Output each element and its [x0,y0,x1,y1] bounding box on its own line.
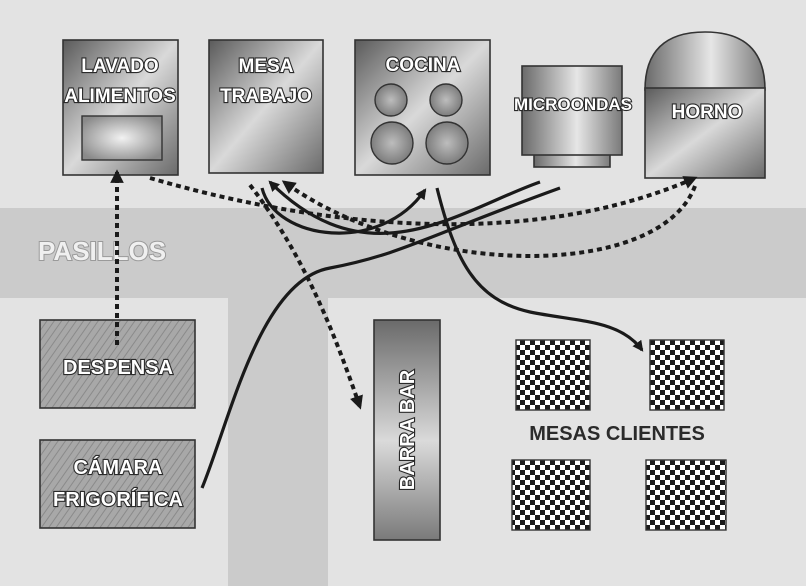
flow-solid-table-to-stove [260,187,427,235]
flow-dotted-table-to-bar [248,183,363,410]
burner [374,83,408,117]
customer-table [645,459,727,531]
burner [425,121,469,165]
microwave: MICROONDAS [513,65,633,168]
corridor-label: PASILLOS [38,236,166,266]
customer-table [649,339,725,411]
customer-table [511,459,591,531]
work-table-label-line2: TRABAJO [220,86,312,107]
bar-counter: BARRA BAR [373,319,441,541]
sink-basin [81,115,163,161]
flow-solid-coldroom-to-stove [200,186,561,489]
burner [370,121,414,165]
burner [429,83,463,117]
pantry: DESPENSA [39,319,196,409]
work-table: MESA TRABAJO [208,39,324,174]
flow-solid-microwave-to-table [268,180,541,235]
flow-solid-stove-to-tables [435,187,644,352]
cold-room-label-line1: CÁMARA [74,456,163,479]
cold-room: CÁMARA FRIGORÍFICA [39,439,196,529]
customer-tables-label: MESAS CLIENTES [529,423,705,445]
pantry-label: DESPENSA [63,357,173,379]
sink-label-line2: ALIMENTOS [64,86,176,107]
sink-station: LAVADO ALIMENTOS [62,39,179,176]
flow-dotted-oven-to-table [281,180,697,258]
corridor-vertical [228,208,328,586]
stove-label: COCINA [386,55,461,76]
oven-label: HORNO [672,102,743,123]
cold-room-label-line2: FRIGORÍFICA [53,488,183,511]
microwave-label: MICROONDAS [514,95,632,114]
corridor-horizontal [0,208,806,298]
stove: COCINA [354,39,491,176]
sink-label-line1: LAVADO [81,56,158,77]
customer-tables: MESAS CLIENTES [511,339,727,531]
oven: HORNO [644,31,766,179]
customer-table [515,339,591,411]
work-table-label-line1: MESA [239,56,294,77]
bar-counter-label: BARRA BAR [397,369,419,490]
